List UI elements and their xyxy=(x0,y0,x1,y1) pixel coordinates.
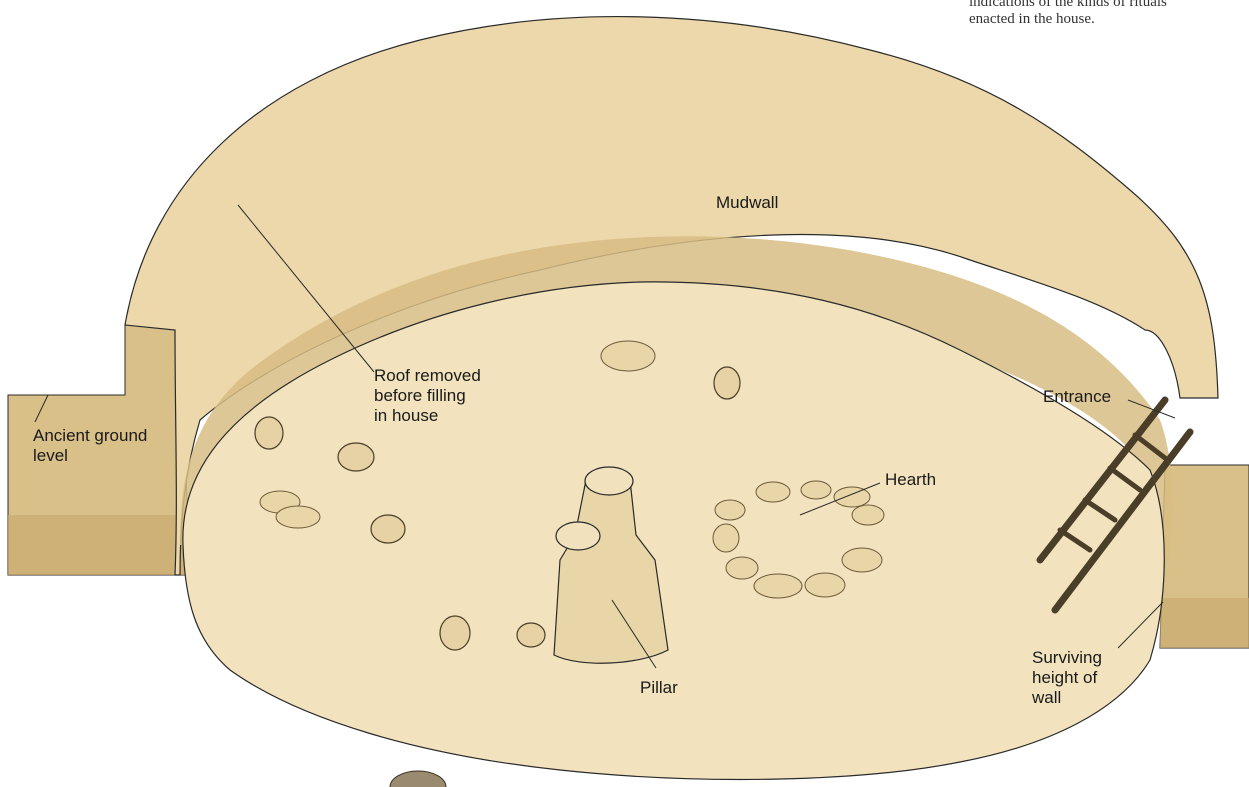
stone xyxy=(601,341,655,371)
caption-text: indications of the kinds of rituals enac… xyxy=(969,0,1249,28)
label-mudwall: Mudwall xyxy=(716,193,778,213)
label-pillar: Pillar xyxy=(640,678,678,698)
label-surviving-wall: Surviving height of wall xyxy=(1032,648,1102,708)
label-hearth: Hearth xyxy=(885,470,936,490)
stone xyxy=(390,771,446,787)
label-ancient-ground: Ancient ground level xyxy=(33,426,147,466)
label-entrance: Entrance xyxy=(1043,387,1111,407)
label-roof-removed: Roof removed before filling in house xyxy=(374,366,481,426)
skull xyxy=(371,515,405,543)
skull xyxy=(440,616,470,650)
stone xyxy=(276,506,320,528)
skull xyxy=(714,367,740,399)
skull xyxy=(338,443,374,471)
skull xyxy=(255,417,283,449)
skull xyxy=(517,623,545,647)
ground-right xyxy=(1160,465,1249,648)
